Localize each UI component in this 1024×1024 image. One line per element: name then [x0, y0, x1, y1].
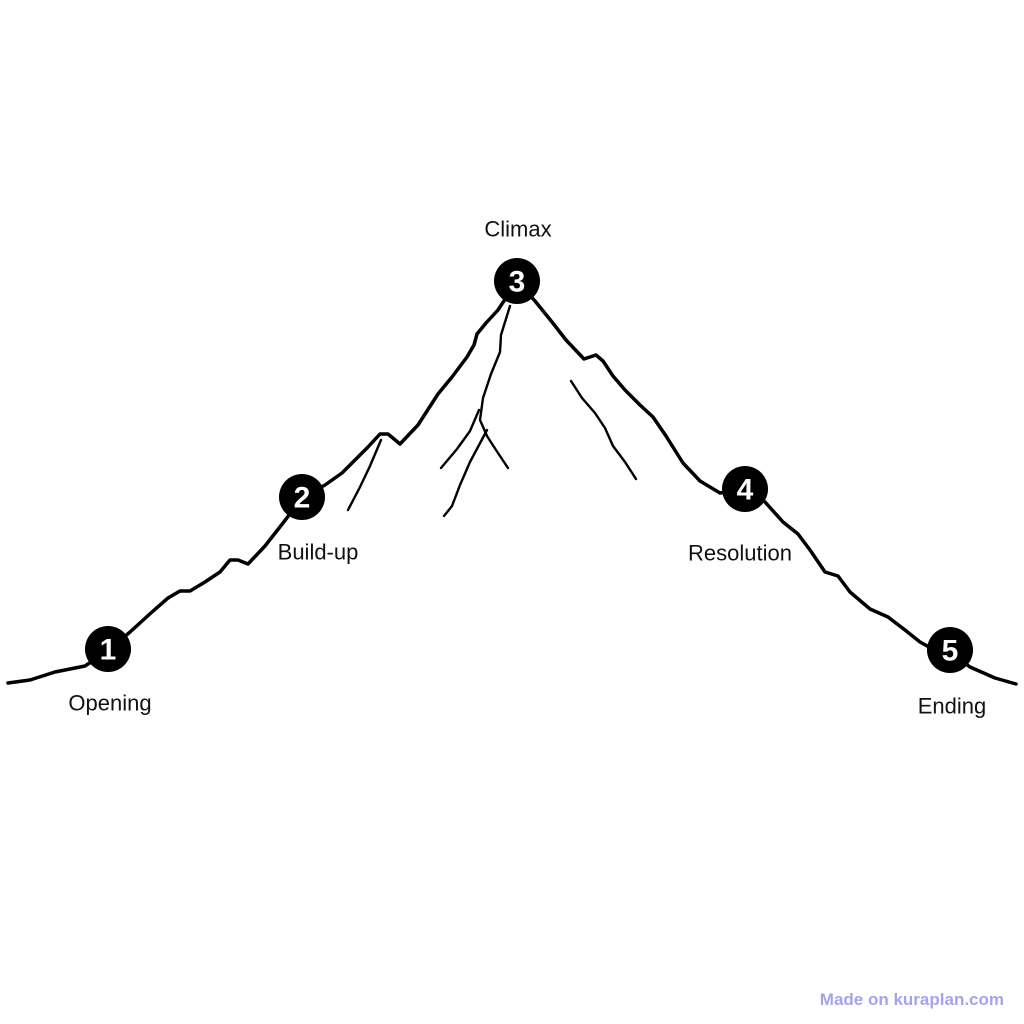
stage-2-number: 2: [294, 482, 311, 515]
stage-4-number: 4: [737, 474, 754, 507]
stage-4-label: Resolution: [688, 541, 792, 566]
watermark-text: Made on kuraplan.com: [819, 990, 1004, 1009]
stage-2-label: Build-up: [278, 540, 359, 565]
stage-4-marker: 4: [722, 466, 768, 512]
mountain-crease: [442, 428, 489, 518]
stage-1-label: Opening: [68, 691, 151, 716]
stage-3-marker: 3: [494, 258, 540, 304]
mountain-crease: [346, 438, 383, 512]
mountain-crease: [478, 304, 512, 470]
stage-3-label: Climax: [484, 217, 551, 242]
stage-1-marker: 1: [85, 626, 131, 672]
stage-3-number: 3: [509, 266, 526, 299]
stage-5-marker: 5: [927, 627, 973, 673]
mountain-crease: [439, 408, 481, 470]
stage-2-marker: 2: [279, 474, 325, 520]
stage-5-label: Ending: [918, 694, 987, 719]
stage-1-number: 1: [100, 634, 117, 667]
mountain-outline: [6, 279, 1018, 686]
mountain-crease: [569, 379, 638, 481]
stage-5-number: 5: [942, 635, 959, 668]
